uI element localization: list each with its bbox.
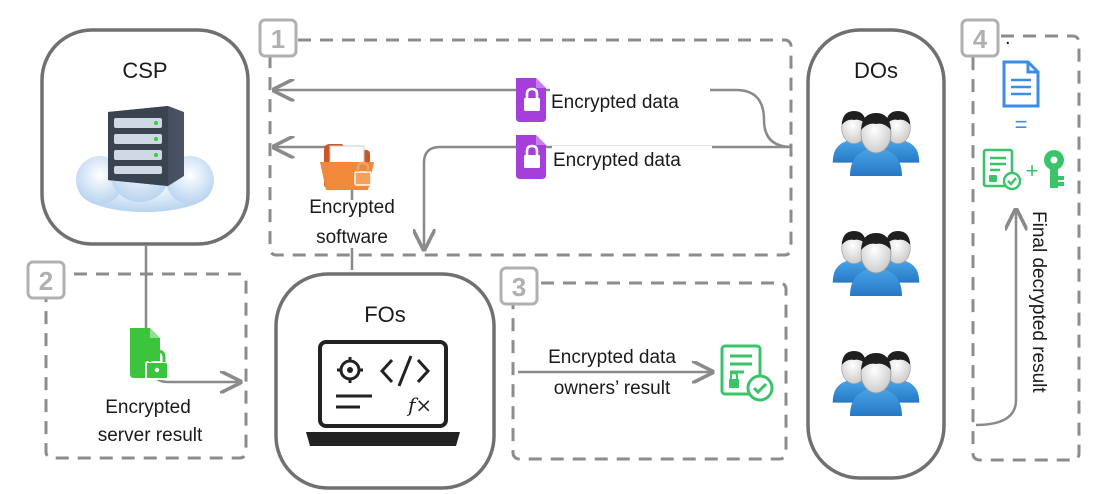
encrypted-server-label-1: Encrypted — [105, 397, 191, 418]
encrypted-data-label-2: Encrypted data — [553, 150, 681, 171]
step1-badge: 1 — [258, 18, 298, 58]
svg-text:1: 1 — [271, 24, 285, 54]
certificate-icon — [720, 344, 774, 402]
step3-box — [511, 281, 788, 461]
svg-text:3: 3 — [512, 272, 526, 302]
locked-folder-icon — [320, 144, 374, 190]
dos-title: DOs — [854, 58, 898, 83]
encrypted-software-label-1: Encrypted — [309, 197, 395, 218]
step2-badge: 2 — [26, 260, 66, 300]
svg-text:2: 2 — [39, 266, 53, 296]
arrow-dos-to-fos — [424, 145, 792, 249]
csp-title: CSP — [122, 58, 167, 83]
encrypted-server-label-2: server result — [98, 425, 203, 446]
svg-text:4: 4 — [973, 24, 988, 54]
step4-dot: . — [1005, 27, 1011, 49]
locked-file-icon — [130, 328, 169, 380]
owners-result-label-2: owners’ result — [554, 378, 671, 399]
csp-node: CSP — [40, 28, 250, 246]
encrypted-data-label-1: Encrypted data — [551, 92, 679, 113]
arrow-dos-to-final — [975, 210, 1016, 427]
encrypted-software-label-2: software — [316, 227, 388, 248]
dos-node: DOs — [806, 28, 946, 480]
step3-badge: 3 — [499, 266, 539, 306]
arrow-dos-to-csp-1 — [274, 90, 793, 149]
svg-text:f×: f× — [406, 393, 432, 417]
certificate-icon — [982, 148, 1022, 191]
plus-sign: + — [1026, 158, 1039, 183]
fos-title: FOs — [364, 302, 406, 327]
key-icon — [1044, 150, 1064, 188]
fos-node: FOs f× — [274, 272, 496, 490]
locked-file-icon — [514, 133, 548, 181]
server-cloud-icon — [76, 106, 214, 212]
laptop-code-icon: f× — [306, 340, 460, 446]
step4-badge: 4 — [960, 18, 1000, 58]
final-decrypted-label: Final decrypted result — [1028, 211, 1049, 393]
document-icon — [1002, 60, 1040, 108]
step4-box — [971, 34, 1081, 462]
equals-sign: = — [1015, 112, 1028, 137]
owners-result-label-1: Encrypted data — [548, 347, 676, 368]
locked-file-icon — [514, 76, 548, 124]
